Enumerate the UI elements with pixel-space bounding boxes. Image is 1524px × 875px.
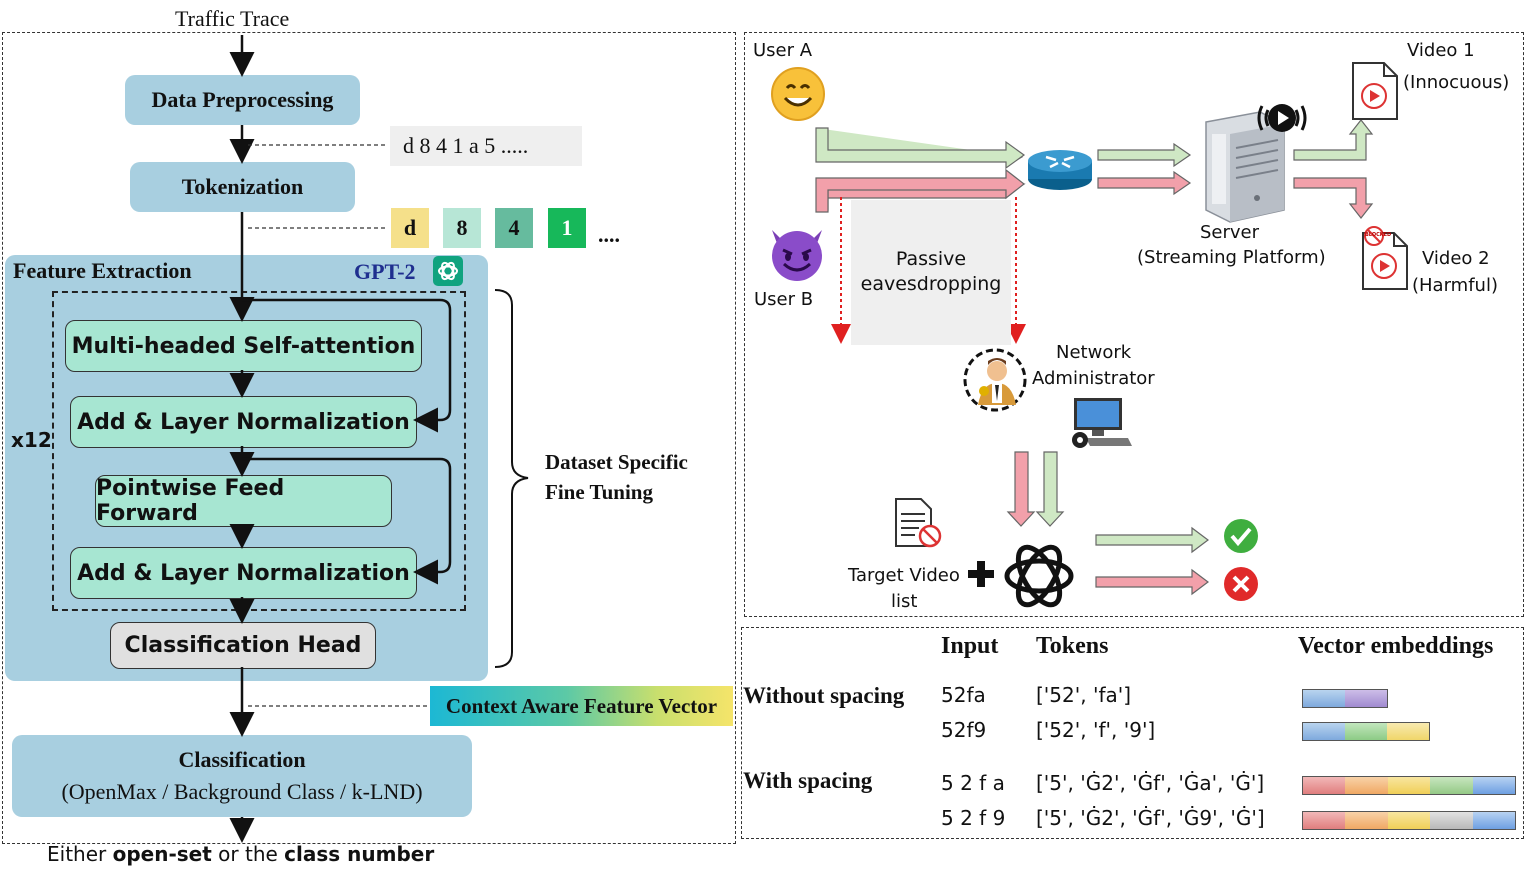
row-input: 52fa: [941, 683, 986, 707]
row-input: 5 2 f a: [941, 771, 1005, 795]
left-panel: [2, 32, 736, 844]
blocked-tag: BLOCKED: [1365, 232, 1392, 238]
passive-label-line1: Passive: [895, 248, 967, 270]
sample-string: d 8 4 1 a 5 .....: [390, 126, 582, 166]
passive-label-line2: eavesdropping: [860, 273, 1002, 295]
user-b-label: User B: [754, 289, 814, 310]
x12-label: x12: [11, 428, 52, 452]
document-blocked-icon: [893, 496, 945, 555]
check-icon: [1223, 518, 1259, 559]
token-4: 4: [495, 208, 533, 248]
devil-face-icon: [766, 222, 828, 289]
smiley-face-icon: [770, 66, 826, 127]
target-label-line1: Target Video: [848, 565, 960, 586]
row-input: 5 2 f 9: [941, 806, 1006, 830]
row-tokens: ['5', 'Ġ2', 'Ġf', 'Ġ9', 'Ġ']: [1036, 806, 1265, 830]
left-connectors: [229, 35, 529, 843]
token-d: d: [391, 208, 429, 248]
plus-icon: [968, 561, 994, 587]
classification-box: Classification (OpenMax / Background Cla…: [12, 735, 472, 817]
gpt-logo-icon: [433, 256, 463, 286]
video2-label-line1: Video 2: [1422, 248, 1490, 269]
server-icon: [1198, 110, 1288, 230]
add-norm-box-1: Add & Layer Normalization: [70, 396, 417, 448]
row-input: 52f9: [941, 718, 987, 742]
video1-file-icon: [1350, 60, 1400, 127]
server-label-line1: Server: [1200, 222, 1260, 243]
fine-tuning-label-line1: Dataset Specific: [545, 450, 688, 474]
classification-title: Classification: [178, 747, 306, 772]
fine-tuning-label-line2: Fine Tuning: [545, 480, 653, 504]
embedding-bar: [1302, 811, 1516, 830]
header-input: Input: [941, 633, 999, 659]
video1-label-line2: (Innocuous): [1403, 72, 1510, 93]
token-1: 1: [548, 208, 586, 248]
row-tokens: ['5', 'Ġ2', 'Ġf', 'Ġa', 'Ġ']: [1036, 771, 1265, 795]
server-label-line2: (Streaming Platform): [1137, 247, 1326, 268]
cross-icon: [1223, 566, 1259, 607]
header-embeddings: Vector embeddings: [1298, 633, 1494, 659]
stream-play-icon: [1254, 96, 1310, 145]
token-ellipsis: ....: [598, 222, 620, 247]
multi-head-attention-box: Multi-headed Self-attention: [65, 320, 422, 372]
computer-settings-icon: [1068, 396, 1134, 455]
header-tokens: Tokens: [1036, 633, 1109, 659]
group-label-with: With spacing: [743, 768, 873, 793]
eavesdrop-box: Passive eavesdropping: [851, 200, 1011, 345]
row-tokens: ['52', 'fa']: [1036, 683, 1132, 707]
admin-label-line1: Network: [1056, 342, 1132, 363]
feature-extraction-label: Feature Extraction: [13, 258, 192, 283]
traffic-trace-label: Traffic Trace: [175, 6, 290, 31]
video2-file-icon: [1360, 226, 1410, 297]
embedding-bar: [1302, 722, 1430, 741]
transformer-block: [52, 291, 466, 611]
add-norm-box-2: Add & Layer Normalization: [70, 547, 417, 599]
video1-label-line1: Video 1: [1407, 40, 1475, 61]
output-label: Either open-set or the class number: [47, 842, 435, 866]
group-label-without: Without spacing: [743, 683, 905, 708]
admin-label-line2: Administrator: [1032, 368, 1155, 389]
classification-head-box: Classification Head: [110, 622, 376, 669]
video2-label-line2: (Harmful): [1412, 275, 1498, 296]
gpt2-label: GPT-2: [354, 259, 416, 284]
classification-subtitle: (OpenMax / Background Class / k-LND): [61, 779, 423, 804]
admin-avatar-icon: [962, 347, 1028, 418]
context-vector-label: Context Aware Feature Vector: [430, 686, 733, 726]
data-preprocessing-box: Data Preprocessing: [125, 75, 360, 125]
tokenization-box: Tokenization: [130, 162, 355, 212]
token-8: 8: [443, 208, 481, 248]
network-arrows: [815, 119, 1374, 596]
router-icon: [1026, 145, 1094, 198]
embedding-bar: [1302, 689, 1388, 708]
openai-model-icon: [1001, 538, 1077, 619]
target-label-line2: list: [891, 591, 918, 612]
user-a-label: User A: [753, 40, 813, 61]
row-tokens: ['52', 'f', '9']: [1036, 718, 1156, 742]
embedding-bar: [1302, 776, 1516, 795]
